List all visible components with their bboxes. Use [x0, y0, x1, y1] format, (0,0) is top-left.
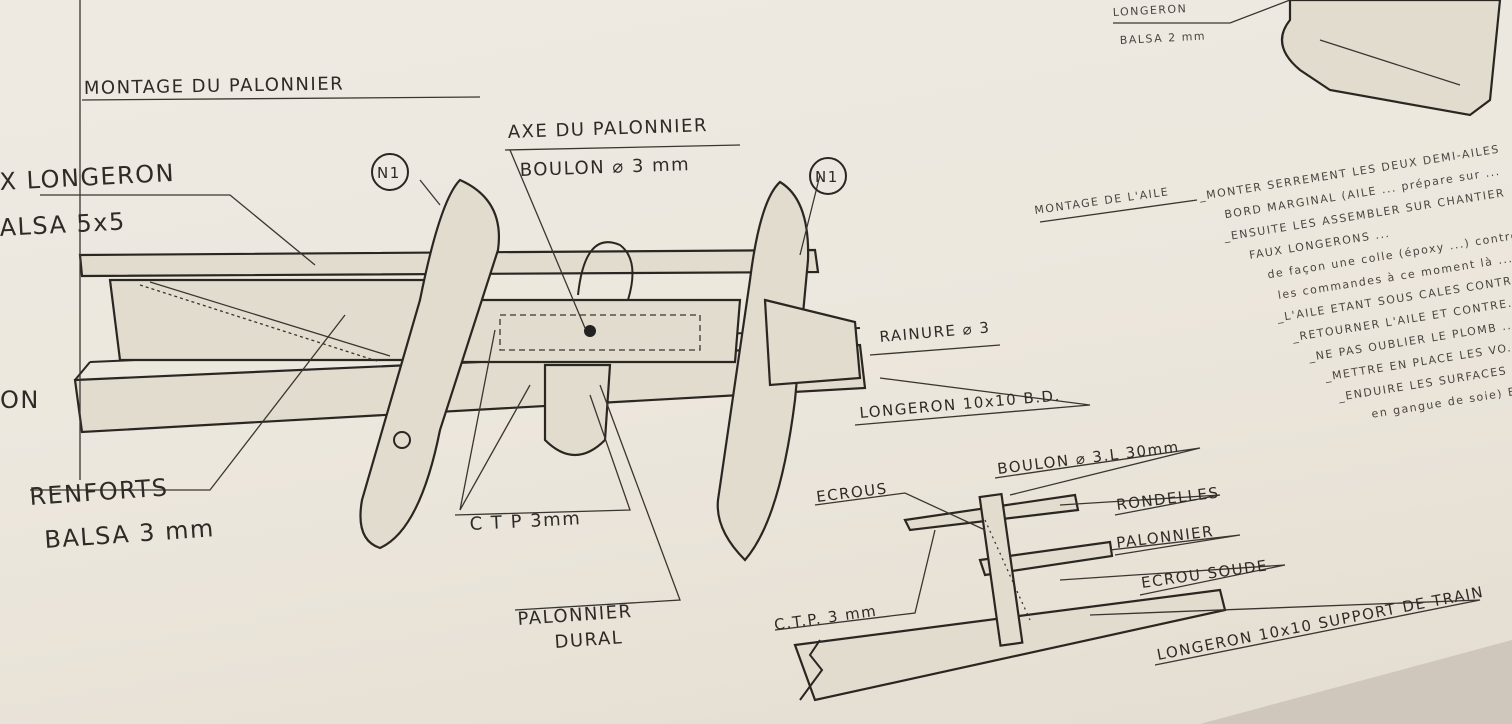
renforts-spec: BALSA 3 mm — [43, 514, 215, 554]
train-detail — [774, 447, 1481, 702]
aile-title: MONTAGE DE L'AILE — [1034, 185, 1170, 217]
table-edge — [1200, 640, 1512, 724]
n1-callout-right — [809, 157, 847, 195]
axe-label: AXE DU PALONNIER — [507, 115, 708, 143]
longeron-detail — [1113, 0, 1502, 117]
palonnier-assembly — [30, 0, 1091, 611]
n1-callout-left — [371, 153, 409, 191]
faux-longeron-label: X LONGERON — [0, 159, 176, 196]
frame-n1-right — [716, 180, 810, 562]
rainure-label: RAINURE ⌀ 3 — [879, 318, 991, 346]
palonnier-title: MONTAGE DU PALONNIER — [84, 73, 345, 99]
palonnier-label: PALONNIER — [517, 601, 633, 630]
ecrous-label: ECROUS — [815, 479, 888, 506]
faux-longeron-spec: ALSA 5x5 — [0, 207, 126, 242]
aile-instructions: _MONTER SERREMENT LES DEUX DEMI-AILES BO… — [1197, 143, 1512, 421]
axe-bolt — [584, 325, 596, 337]
left-cut-label: ON — [0, 386, 40, 414]
palonnier-dural — [543, 363, 612, 456]
rondelles-label: RONDELLES — [1115, 483, 1220, 514]
boulon-label: BOULON ⌀ 3.L 30mm — [996, 438, 1180, 478]
top-right-label: LONGERON — [1112, 2, 1187, 19]
frame-n1-left — [359, 178, 500, 550]
renforts-label: RENFORTS — [28, 473, 169, 511]
ecrou-soude-label: ECROU SOUDE — [1140, 556, 1269, 592]
palonnier-spec: DURAL — [554, 627, 624, 653]
train-ctp-label: C.T.P. 3 mm — [773, 602, 878, 634]
ctp-label: C T P 3mm — [469, 508, 582, 535]
n1-left-label: N1 — [377, 164, 401, 182]
axe-spec: BOULON ⌀ 3 mm — [519, 154, 690, 181]
n1-right-label: N1 — [815, 168, 839, 186]
top-right-spec: BALSA 2 mm — [1119, 29, 1206, 47]
